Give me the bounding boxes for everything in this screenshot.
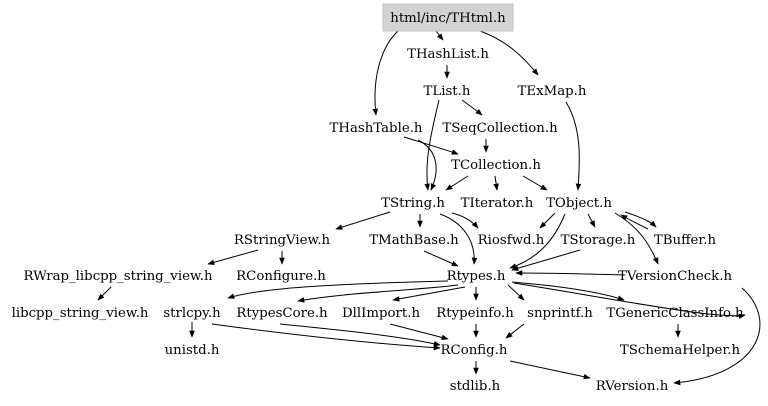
node-rconfig[interactable]: RConfig.h <box>441 343 508 358</box>
node-texmap[interactable]: TExMap.h <box>518 84 587 99</box>
edge-tversioncheck-rversion <box>673 287 761 386</box>
node-rversion[interactable]: RVersion.h <box>596 379 669 394</box>
node-libcpp[interactable]: libcpp_string_view.h <box>12 306 149 321</box>
nodes: html/inc/THtml.h THashList.h TList.h TEx… <box>12 3 744 394</box>
edge-dllimport-rconfig <box>389 323 449 341</box>
node-thashlist[interactable]: THashList.h <box>407 47 489 62</box>
node-rwrap[interactable]: RWrap_libcpp_string_view.h <box>23 269 213 284</box>
edge-thashtable-tstring <box>417 139 437 191</box>
edge-rtypes-rversion <box>513 282 746 319</box>
node-tgenericclassinfo[interactable]: TGenericClassInfo.h <box>606 306 744 321</box>
node-tobject[interactable]: TObject.h <box>546 196 612 211</box>
node-rstringview[interactable]: RStringView.h <box>234 233 331 248</box>
node-rtypescore[interactable]: RtypesCore.h <box>236 306 328 321</box>
node-tcollection[interactable]: TCollection.h <box>451 158 541 173</box>
edge-rtypes-strlcpy <box>227 280 449 299</box>
edge-strlcpy-rconfig <box>211 323 441 351</box>
node-strlcpy[interactable]: strlcpy.h <box>163 306 221 321</box>
edge-tstring-rtypes <box>439 213 478 265</box>
edge-tmathbase-rtypes <box>423 250 459 267</box>
node-stdlib[interactable]: stdlib.h <box>450 379 501 394</box>
edge-rtypes-rtypescore <box>297 284 459 303</box>
edge-tstring-riosfwd <box>451 212 479 229</box>
node-tbuffer[interactable]: TBuffer.h <box>654 233 717 248</box>
node-root[interactable]: html/inc/THtml.h <box>390 11 506 26</box>
edge-root-thashtable <box>372 30 399 116</box>
node-tstring[interactable]: TString.h <box>381 196 445 211</box>
node-thashtable[interactable]: THashTable.h <box>330 121 423 136</box>
edge-tstring-rstringview <box>335 211 391 230</box>
node-tseqcollection[interactable]: TSeqCollection.h <box>442 121 558 136</box>
node-rtypeinfo[interactable]: Rtypeinfo.h <box>436 306 514 321</box>
edge-tbuffer-tobject <box>620 214 649 230</box>
edge-rconfig-rversion <box>509 360 591 380</box>
edge-rtypes-snprintf <box>507 284 525 301</box>
node-tversioncheck[interactable]: TVersionCheck.h <box>618 269 732 284</box>
node-titerator[interactable]: TIterator.h <box>461 196 534 211</box>
edge-texmap-tobject <box>565 101 582 191</box>
edge-tobject-tbuffer <box>624 211 657 228</box>
node-dllimport[interactable]: DllImport.h <box>342 306 420 321</box>
edge-root-thashlist <box>435 30 444 41</box>
node-snprintf[interactable]: snprintf.h <box>527 306 593 321</box>
node-rconfigure[interactable]: RConfigure.h <box>236 269 326 284</box>
node-tstorage[interactable]: TStorage.h <box>561 233 636 248</box>
edge-tversioncheck-rtypes <box>515 270 626 276</box>
edge-tstorage-rtypes <box>511 249 581 271</box>
edge-tobject-riosfwd <box>539 212 556 229</box>
root-node-box <box>382 3 514 32</box>
edge-tobject-rtypes <box>509 213 566 269</box>
edge-rstringview-rwrap <box>207 249 259 265</box>
edge-rtypes-dllimport <box>392 286 466 302</box>
edge-rtypescore-rconfig <box>279 323 441 347</box>
node-riosfwd[interactable]: Riosfwd.h <box>478 233 545 248</box>
edge-root-texmap <box>479 30 539 76</box>
node-rtypes[interactable]: Rtypes.h <box>447 269 506 284</box>
edge-snprintf-rconfig <box>505 323 525 339</box>
edge-tcollection-tobject <box>522 175 548 191</box>
node-tschemahelper[interactable]: TSchemaHelper.h <box>620 343 741 358</box>
edges <box>97 30 761 386</box>
edge-thashtable-tcollection <box>403 136 459 155</box>
node-tmathbase[interactable]: TMathBase.h <box>369 233 459 248</box>
node-tlist[interactable]: TList.h <box>424 84 471 99</box>
edge-tobject-tstorage <box>587 213 596 228</box>
edge-rtypes-tgenericclassinfo <box>511 281 625 301</box>
node-unistd[interactable]: unistd.h <box>165 343 220 358</box>
edge-tlist-tseqcollection <box>461 99 483 116</box>
edge-tcollection-tstring <box>445 175 469 191</box>
edge-rwrap-libcpp <box>97 286 112 301</box>
edge-tcollection-titerator <box>493 175 499 191</box>
